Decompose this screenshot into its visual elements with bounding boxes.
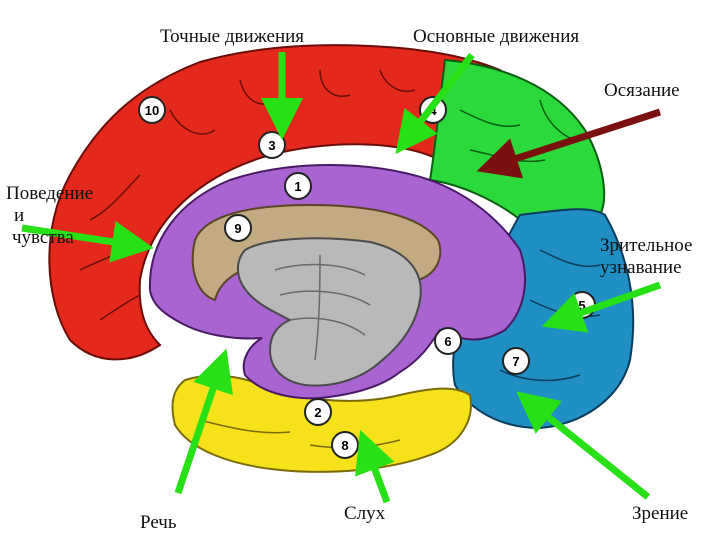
label-speech: Речь bbox=[140, 512, 177, 533]
svg-text:8: 8 bbox=[341, 438, 348, 453]
marker-10: 10 bbox=[138, 96, 166, 124]
label-hearing: Слух bbox=[344, 503, 386, 524]
label-fine-movements: Точные движения bbox=[160, 26, 305, 47]
brainstem bbox=[236, 237, 422, 387]
label-vision: Зрение bbox=[632, 503, 689, 524]
arrow-behavior bbox=[21, 221, 154, 263]
brainstem-folds bbox=[274, 254, 371, 361]
svg-text:2: 2 bbox=[314, 405, 321, 420]
svg-text:3: 3 bbox=[268, 138, 275, 153]
label-visual-recognition: Зрительное узнавание bbox=[600, 235, 718, 279]
svg-text:10: 10 bbox=[145, 103, 159, 118]
svg-text:1: 1 bbox=[294, 179, 301, 194]
arrow-visual-recognition bbox=[541, 281, 662, 333]
arrow-touch bbox=[476, 108, 662, 179]
arrow-basic-movements bbox=[395, 52, 475, 155]
label-behavior: Поведение и чувства bbox=[6, 183, 116, 249]
label-basic-movements: Основные движения bbox=[413, 26, 580, 47]
arrow-vision bbox=[516, 391, 651, 500]
marker-9: 9 bbox=[224, 214, 252, 242]
label-visual-recognition-line1: Зрительное bbox=[600, 235, 693, 256]
label-behavior-line2: и bbox=[14, 205, 25, 226]
svg-text:7: 7 bbox=[512, 354, 519, 369]
svg-text:6: 6 bbox=[444, 334, 451, 349]
marker-8: 8 bbox=[331, 431, 359, 459]
marker-6: 6 bbox=[434, 327, 462, 355]
arrow-speech bbox=[174, 348, 233, 495]
label-touch: Осязание bbox=[604, 80, 680, 101]
marker-1: 1 bbox=[284, 172, 312, 200]
svg-text:9: 9 bbox=[234, 221, 241, 236]
arrow-hearing bbox=[355, 429, 395, 504]
label-visual-recognition-line2: узнавание bbox=[600, 257, 682, 278]
label-behavior-line1: Поведение bbox=[6, 183, 94, 204]
label-behavior-line3: чувства bbox=[12, 227, 74, 248]
marker-2: 2 bbox=[304, 398, 332, 426]
frontal-region bbox=[48, 44, 502, 361]
marker-7: 7 bbox=[502, 347, 530, 375]
marker-3: 3 bbox=[258, 131, 286, 159]
